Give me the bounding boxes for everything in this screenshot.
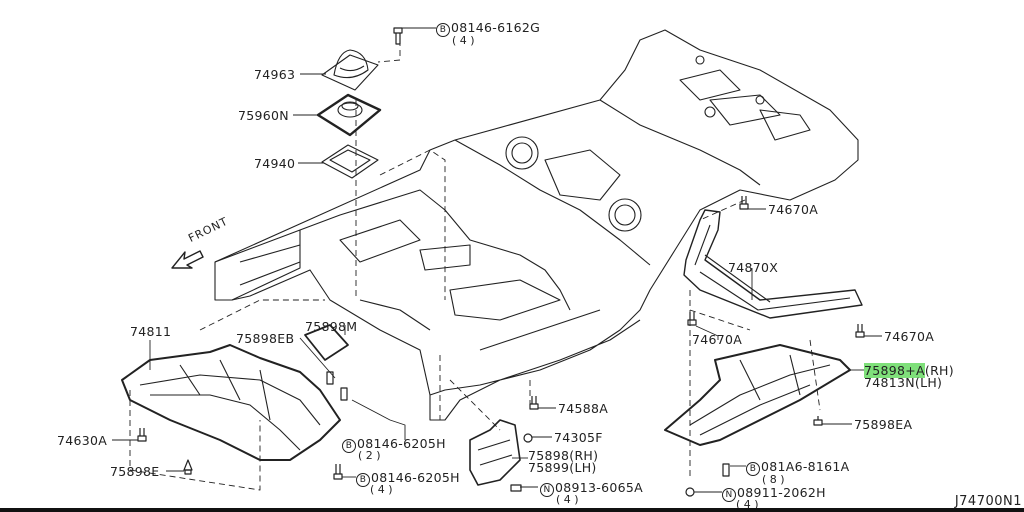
part-label-74630a[interactable]: 74630A (57, 433, 108, 448)
part-label-74305f[interactable]: 74305F (554, 430, 603, 445)
part-qty-bolt-mid-2: ( 2 ) (358, 449, 381, 462)
part-label-74588a[interactable]: 74588A (558, 401, 609, 416)
part-label-75960n[interactable]: 75960N (238, 108, 289, 123)
side-cover-part (469, 419, 521, 486)
part-label-75898eb[interactable]: 75898EB (236, 331, 295, 346)
fasteners (137, 27, 865, 497)
part-qty-nut-rear-cover: ( 4 ) (736, 498, 759, 511)
rear-undercover-part (664, 344, 851, 446)
part-qty-bolt-mid-4: ( 4 ) (370, 483, 393, 496)
part-label-74670a-right[interactable]: 74670A (884, 329, 935, 344)
part-label-75898e[interactable]: 75898E (110, 464, 160, 479)
part-label-side-cover-lh[interactable]: 75899(LH) (528, 460, 597, 475)
figure-number: J74700N1 (954, 494, 1022, 509)
rear-member-bracket (683, 209, 863, 319)
part-label-74870x[interactable]: 74870X (728, 260, 779, 275)
dashed-leader-lines (129, 40, 821, 491)
floor-pan (214, 29, 859, 421)
part-label-74670a-left[interactable]: 74670A (692, 332, 743, 347)
part-label-74811[interactable]: 74811 (130, 324, 172, 339)
label-leader-lines (112, 27, 882, 493)
part-label-side-cover-rh[interactable]: 75898(RH) (528, 448, 599, 463)
shift-boot-assembly (316, 49, 382, 179)
part-label-74940[interactable]: 74940 (254, 156, 296, 171)
front-undercover-part (121, 324, 349, 461)
part-qty-bolt-rear-cover: ( 8 ) (762, 473, 785, 486)
part-label-75898ea[interactable]: 75898EA (854, 417, 913, 432)
part-label-74670a-upper[interactable]: 74670A (768, 202, 819, 217)
highlighted-part-number: 75898+A (864, 363, 925, 378)
part-qty-nut-side: ( 4 ) (556, 493, 579, 506)
bottom-border (0, 508, 1024, 512)
part-label-rear-cover-rh[interactable]: 75898+A(RH) (864, 363, 954, 378)
part-label-74963[interactable]: 74963 (254, 67, 296, 82)
front-arrow-icon (171, 250, 204, 269)
part-qty-bolt-top: ( 4 ) (452, 34, 475, 47)
part-label-75898m[interactable]: 75898M (305, 319, 358, 334)
part-label-rear-cover-lh[interactable]: 74813N(LH) (864, 375, 943, 390)
